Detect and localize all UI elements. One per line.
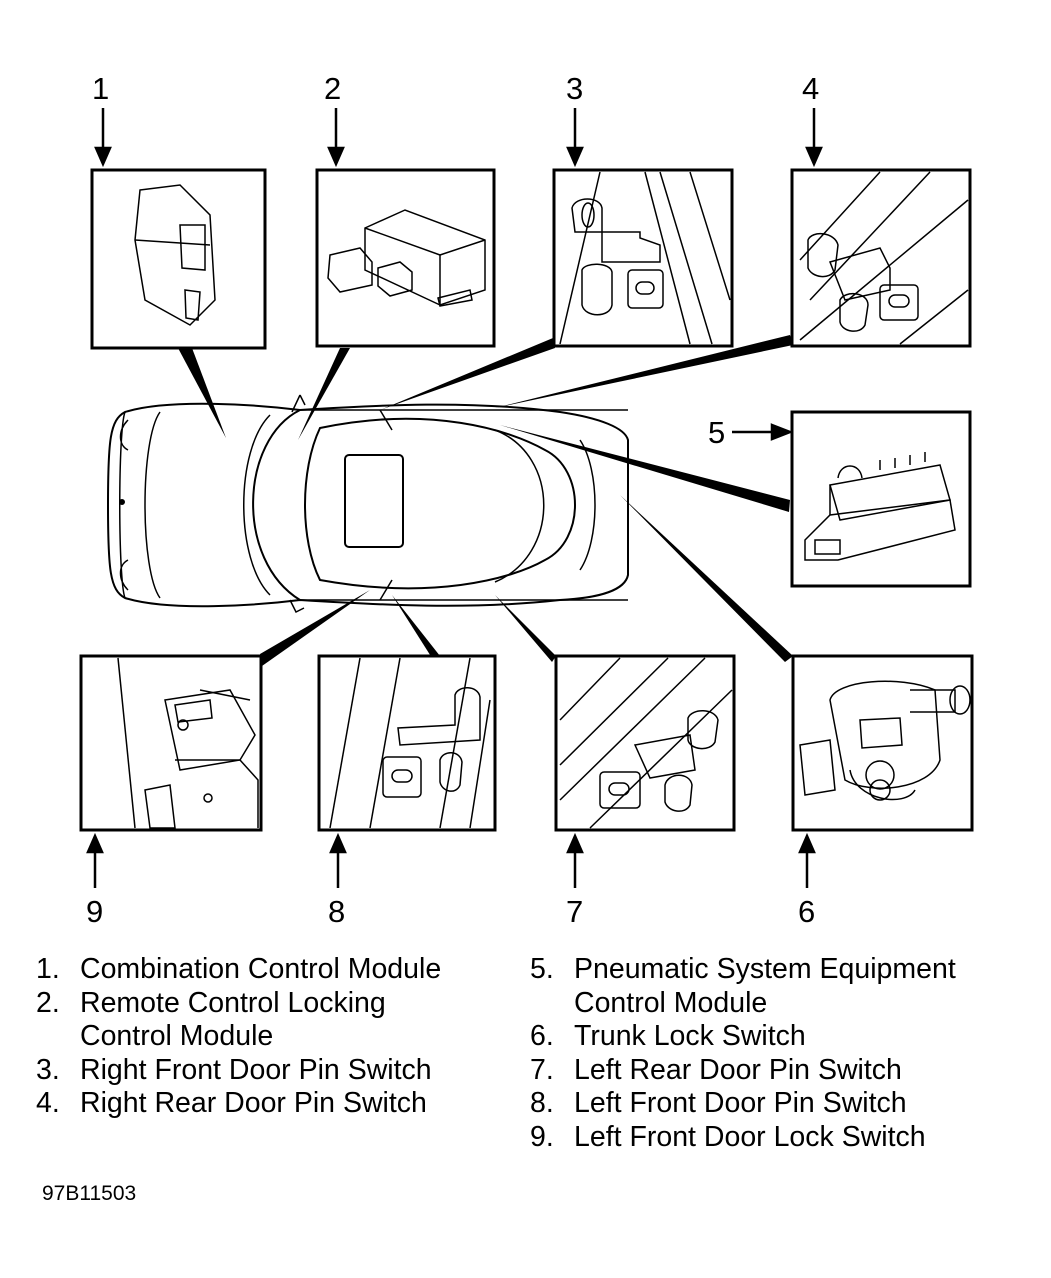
legend-item-3: 3.Right Front Door Pin Switch <box>36 1053 432 1086</box>
callout-2: 2 <box>324 71 341 106</box>
legend-item-8: 8.Left Front Door Pin Switch <box>530 1087 907 1119</box>
callout-7: 7 <box>566 894 583 929</box>
callout-8: 8 <box>328 894 345 929</box>
component-box-4 <box>790 168 972 348</box>
legend-item-5: 5.Pneumatic System Equipment Control Mod… <box>530 953 956 1019</box>
callout-arrows <box>86 108 823 888</box>
legend-item-1: 1.Combination Control Module <box>36 953 442 985</box>
component-box-3 <box>552 168 734 348</box>
callout-6: 6 <box>798 894 815 929</box>
component-box-8 <box>317 654 497 832</box>
component-box-1 <box>90 168 267 350</box>
legend-left: 1.Combination Control Module 2.Remote Co… <box>36 953 516 1121</box>
figure-code: 97B11503 <box>42 1182 137 1205</box>
callout-4: 4 <box>802 71 819 106</box>
callout-5: 5 <box>708 415 725 450</box>
legend-item-9: 9.Left Front Door Lock Switch <box>530 1120 926 1153</box>
component-box-6 <box>791 654 974 832</box>
car-top-view <box>106 394 629 614</box>
legend-item-7: 7.Left Rear Door Pin Switch <box>530 1053 902 1086</box>
legend-item-2: 2.Remote Control Locking Control Module <box>36 986 386 1053</box>
callout-3: 3 <box>566 71 583 106</box>
component-box-9 <box>79 654 263 832</box>
callout-1: 1 <box>92 71 109 106</box>
legend-item-6: 6.Trunk Lock Switch <box>530 1020 806 1052</box>
callout-9: 9 <box>86 894 103 929</box>
legend-right: 5.Pneumatic System Equipment Control Mod… <box>530 953 1040 1154</box>
component-box-2 <box>315 168 496 348</box>
leader-lines <box>178 335 793 666</box>
legend-item-4: 4.Right Rear Door Pin Switch <box>36 1087 427 1119</box>
component-box-7 <box>554 654 736 832</box>
component-box-5 <box>790 410 972 588</box>
component-locator-diagram: 1 2 3 4 5 6 7 8 9 <box>79 71 974 929</box>
